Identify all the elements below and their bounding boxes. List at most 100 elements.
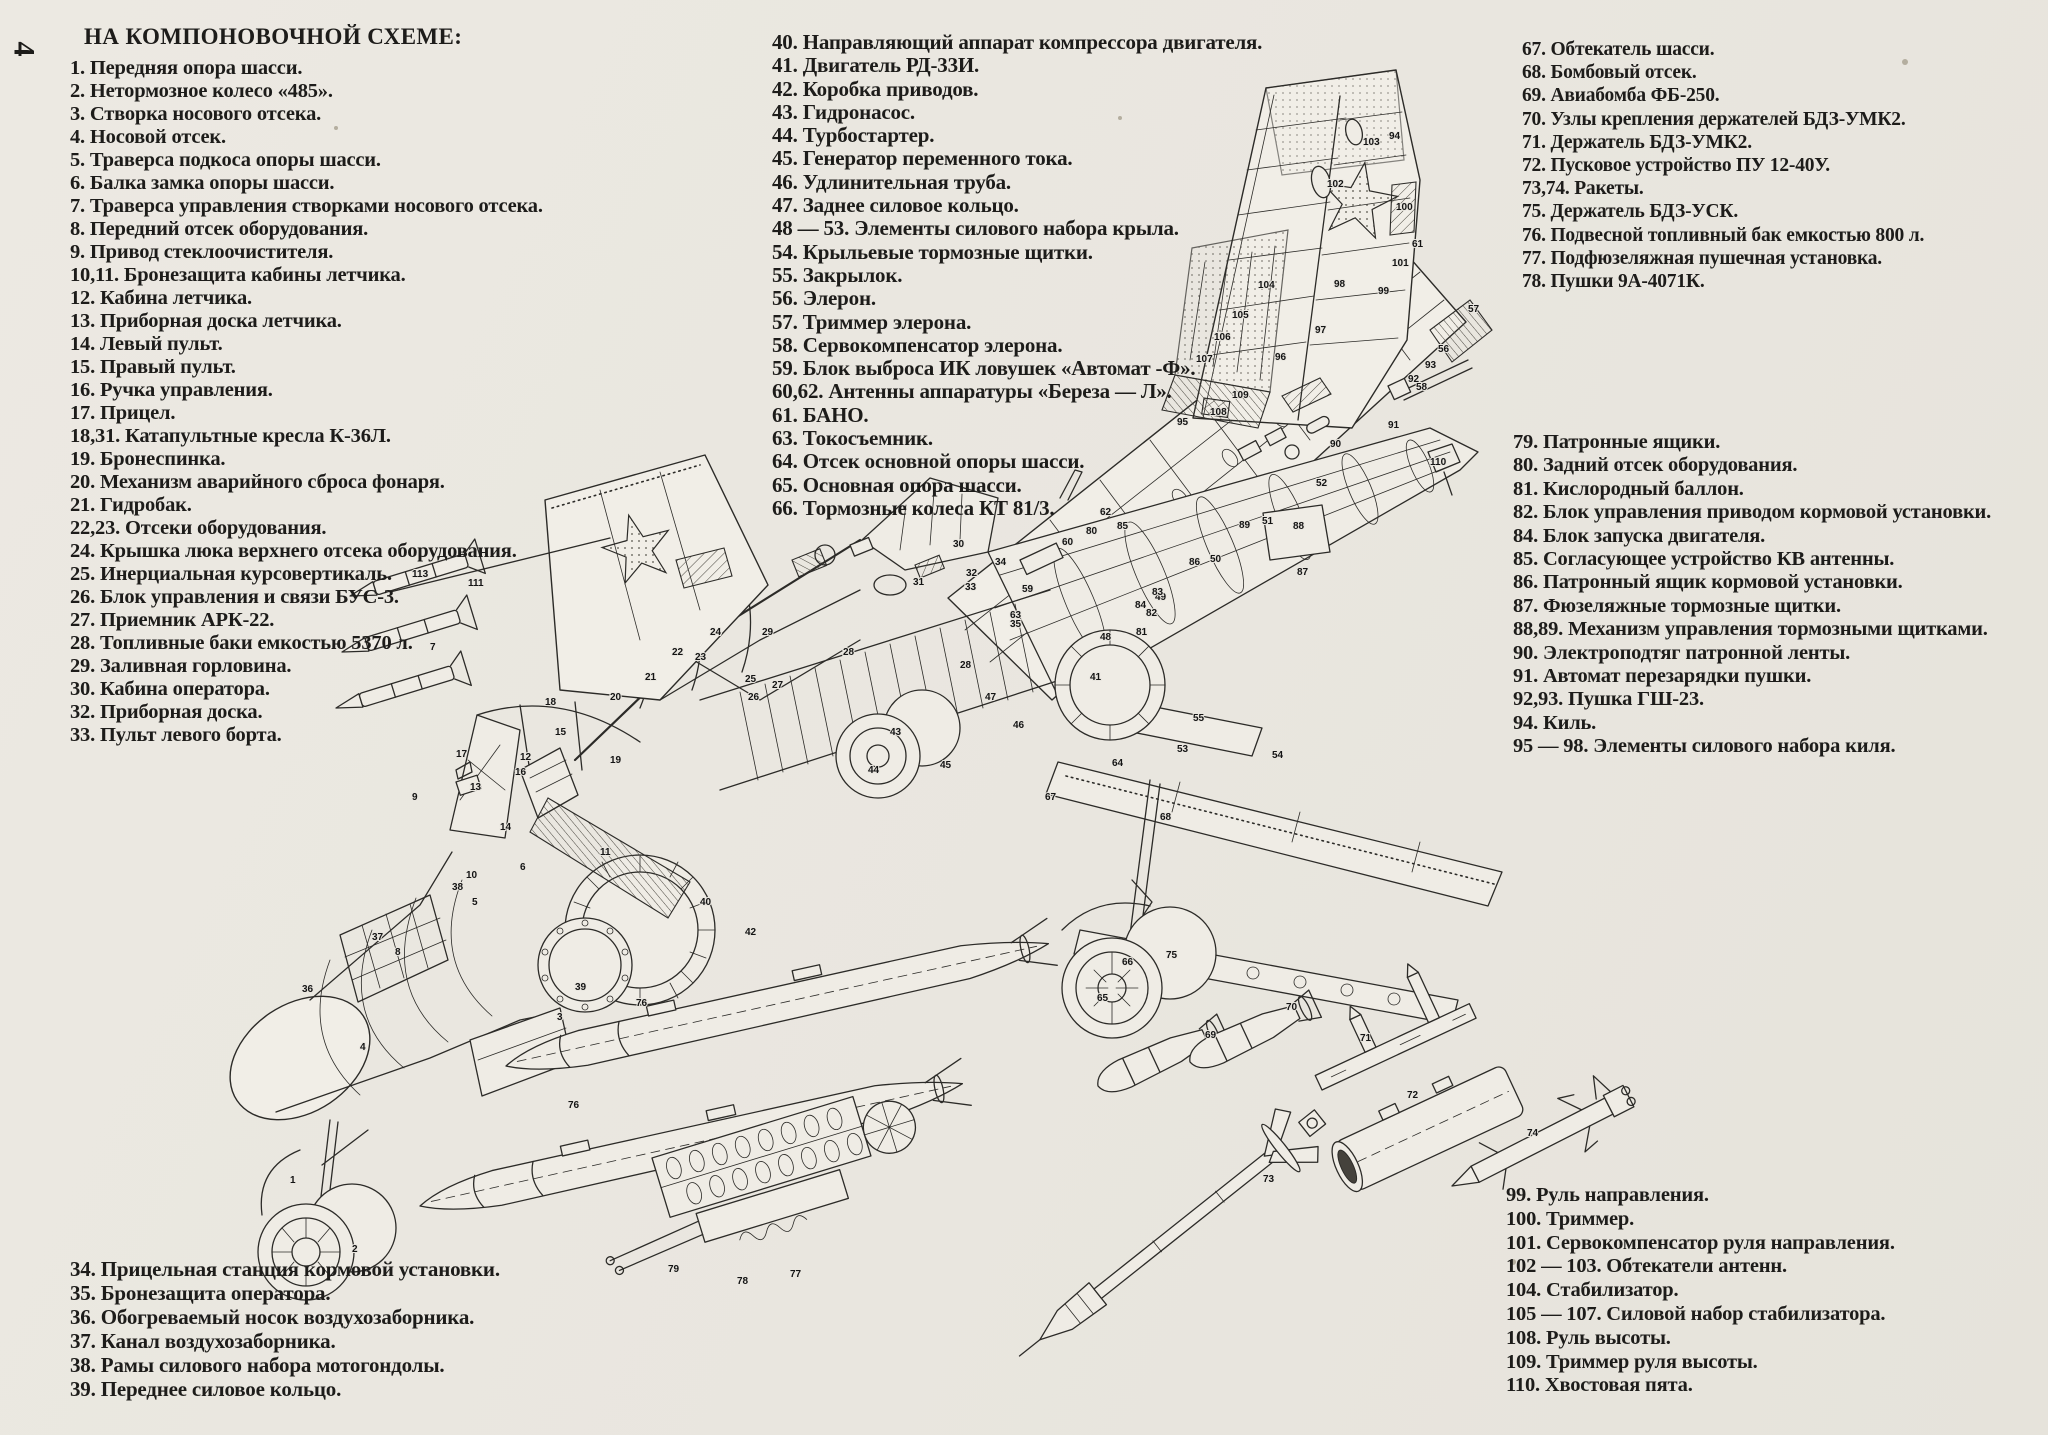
part-callout: 22	[672, 647, 684, 658]
part-callout: 7	[430, 642, 436, 653]
part-callout: 107	[1196, 354, 1213, 365]
part-callout: 25	[745, 674, 757, 685]
pilot-cockpit	[449, 701, 691, 919]
part-callout: 86	[1189, 557, 1201, 568]
legend-item: 27. Приемник АРК-22.	[70, 609, 275, 631]
part-callout: 109	[1232, 390, 1249, 401]
legend-item: 92,93. Пушка ГШ-23.	[1513, 688, 1704, 711]
legend-item: 59. Блок выброса ИК ловушек «Автомат -Ф»…	[772, 356, 1196, 381]
legend-item: 19. Бронеспинка.	[70, 448, 226, 470]
part-callout: 28	[843, 647, 855, 658]
legend-item: 32. Приборная доска.	[70, 701, 263, 723]
part-callout: 46	[1013, 720, 1025, 731]
legend-item: 94. Киль.	[1513, 711, 1597, 734]
part-callout: 24	[710, 627, 722, 638]
part-callout: 81	[1136, 627, 1148, 638]
legend-item: 82. Блок управления приводом кормовой ус…	[1513, 501, 1992, 524]
legend-item: 78. Пушки 9А-4071К.	[1522, 271, 1705, 293]
part-callout: 85	[1117, 521, 1129, 532]
part-callout: 39	[575, 982, 587, 993]
legend-item: 29. Заливная горловина.	[70, 655, 292, 677]
legend-heading: НА КОМПОНОВОЧНОЙ СХЕМЕ:	[84, 24, 463, 49]
legend-item: 37. Канал воздухозаборника.	[70, 1329, 336, 1353]
part-callout: 49	[1155, 592, 1167, 603]
part-callout: 83	[1152, 587, 1164, 598]
legend-item: 54. Крыльевые тормозные щитки.	[772, 239, 1093, 264]
part-callout: 30	[953, 539, 965, 550]
rocket-74	[1451, 1075, 1636, 1190]
part-callout: 95	[1177, 417, 1189, 428]
part-callout: 13	[470, 782, 482, 793]
part-callout: 14	[500, 822, 512, 833]
legend-item: 110. Хвостовая пята.	[1506, 1374, 1693, 1397]
part-callout: 5	[472, 897, 478, 908]
part-callout: 37	[372, 932, 384, 943]
part-callout: 35	[1010, 619, 1022, 630]
legend-item: 99. Руль направления.	[1506, 1184, 1709, 1206]
part-callout: 56	[1438, 344, 1450, 355]
legend-item: 9. Привод стеклоочистителя.	[70, 241, 334, 263]
legend-item: 88,89. Механизм управления тормозными щи…	[1513, 618, 1988, 641]
fuselage-brake-flap	[1281, 377, 1332, 413]
legend-item: 28. Топливные баки емкостью 5370 л.	[70, 632, 413, 654]
page-number: 4	[7, 41, 41, 57]
part-callout: 67	[1045, 792, 1057, 803]
legend-item: 61. БАНО.	[772, 402, 869, 427]
legend-item: 72. Пусковое устройство ПУ 12-40У.	[1522, 155, 1830, 177]
part-callout: 40	[700, 897, 712, 908]
vertical-fin	[1192, 69, 1421, 429]
part-callout: 41	[1090, 672, 1102, 683]
legend-item: 7. Траверса управления створками носовог…	[70, 195, 543, 217]
legend-item: 33. Пульт левого борта.	[70, 724, 282, 746]
part-callout: 106	[1214, 332, 1231, 343]
legend-column-right-top: 67. Обтекатель шасси.68. Бомбовый отсек.…	[1522, 38, 1924, 293]
legend-item: 39. Переднее силовое кольцо.	[70, 1377, 342, 1401]
legend-item: 80. Задний отсек оборудования.	[1513, 454, 1798, 477]
part-callout: 57	[1468, 304, 1480, 315]
legend-item: 84. Блок запуска двигателя.	[1513, 524, 1766, 547]
part-callout: 50	[1210, 554, 1222, 565]
part-callout: 26	[748, 692, 760, 703]
legend-item: 71. Держатель БДЗ-УМК2.	[1522, 131, 1752, 153]
part-callout: 62	[1100, 507, 1112, 518]
legend-item: 30. Кабина оператора.	[70, 678, 270, 700]
legend-item: 108. Руль высоты.	[1506, 1326, 1671, 1349]
centre-fuselage	[573, 377, 1332, 791]
part-callout: 11	[600, 847, 611, 858]
part-callout: 4	[360, 1042, 366, 1053]
legend-item: 109. Триммер руля высоты.	[1506, 1350, 1758, 1373]
antenna-fairing	[1310, 165, 1332, 199]
legend-item: 4. Носовой отсек.	[70, 126, 226, 148]
legend-item: 24. Крышка люка верхнего отсека оборудов…	[70, 540, 517, 562]
part-callout: 8	[395, 947, 401, 958]
part-callout: 75	[1166, 950, 1178, 961]
legend-item: 77. Подфюзеляжная пушечная установка.	[1522, 247, 1882, 269]
part-callout: 44	[868, 765, 880, 776]
part-callout: 100	[1396, 202, 1413, 213]
part-callout: 82	[1146, 608, 1158, 619]
legend-item: 95 — 98. Элементы силового набора киля.	[1513, 735, 1896, 758]
part-callout: 69	[1205, 1030, 1217, 1041]
legend-item: 35. Бронезащита оператора.	[70, 1281, 331, 1305]
part-callout: 29	[762, 627, 774, 638]
legend-item: 90. Электроподтяг патронной ленты.	[1513, 641, 1851, 664]
legend-item: 38. Рамы силового набора мотогондолы.	[70, 1353, 445, 1377]
part-callout: 78	[737, 1276, 749, 1287]
legend-item: 5. Траверса подкоса опоры шасси.	[70, 149, 381, 171]
legend-item: 8. Передний отсек оборудования.	[70, 218, 369, 240]
legend-item: 87. Фюзеляжные тормозные щитки.	[1513, 594, 1841, 617]
part-callout: 74	[1527, 1128, 1539, 1139]
part-callout: 16	[515, 767, 527, 778]
nose-section	[229, 851, 573, 1121]
part-callout: 1	[290, 1175, 296, 1186]
nose-landing-gear	[257, 1119, 397, 1301]
tail-bumper	[1427, 443, 1461, 496]
part-callout: 45	[940, 760, 952, 771]
part-callout: 80	[1086, 526, 1098, 537]
stabilizer	[1161, 229, 1289, 429]
part-callout: 18	[545, 697, 557, 708]
part-callout: 27	[772, 680, 784, 691]
rear-gun-barrels	[1399, 359, 1473, 401]
legend-column-left-bottom: 34. Прицельная станция кормовой установк…	[70, 1257, 500, 1401]
rocket-73	[1018, 1108, 1327, 1357]
